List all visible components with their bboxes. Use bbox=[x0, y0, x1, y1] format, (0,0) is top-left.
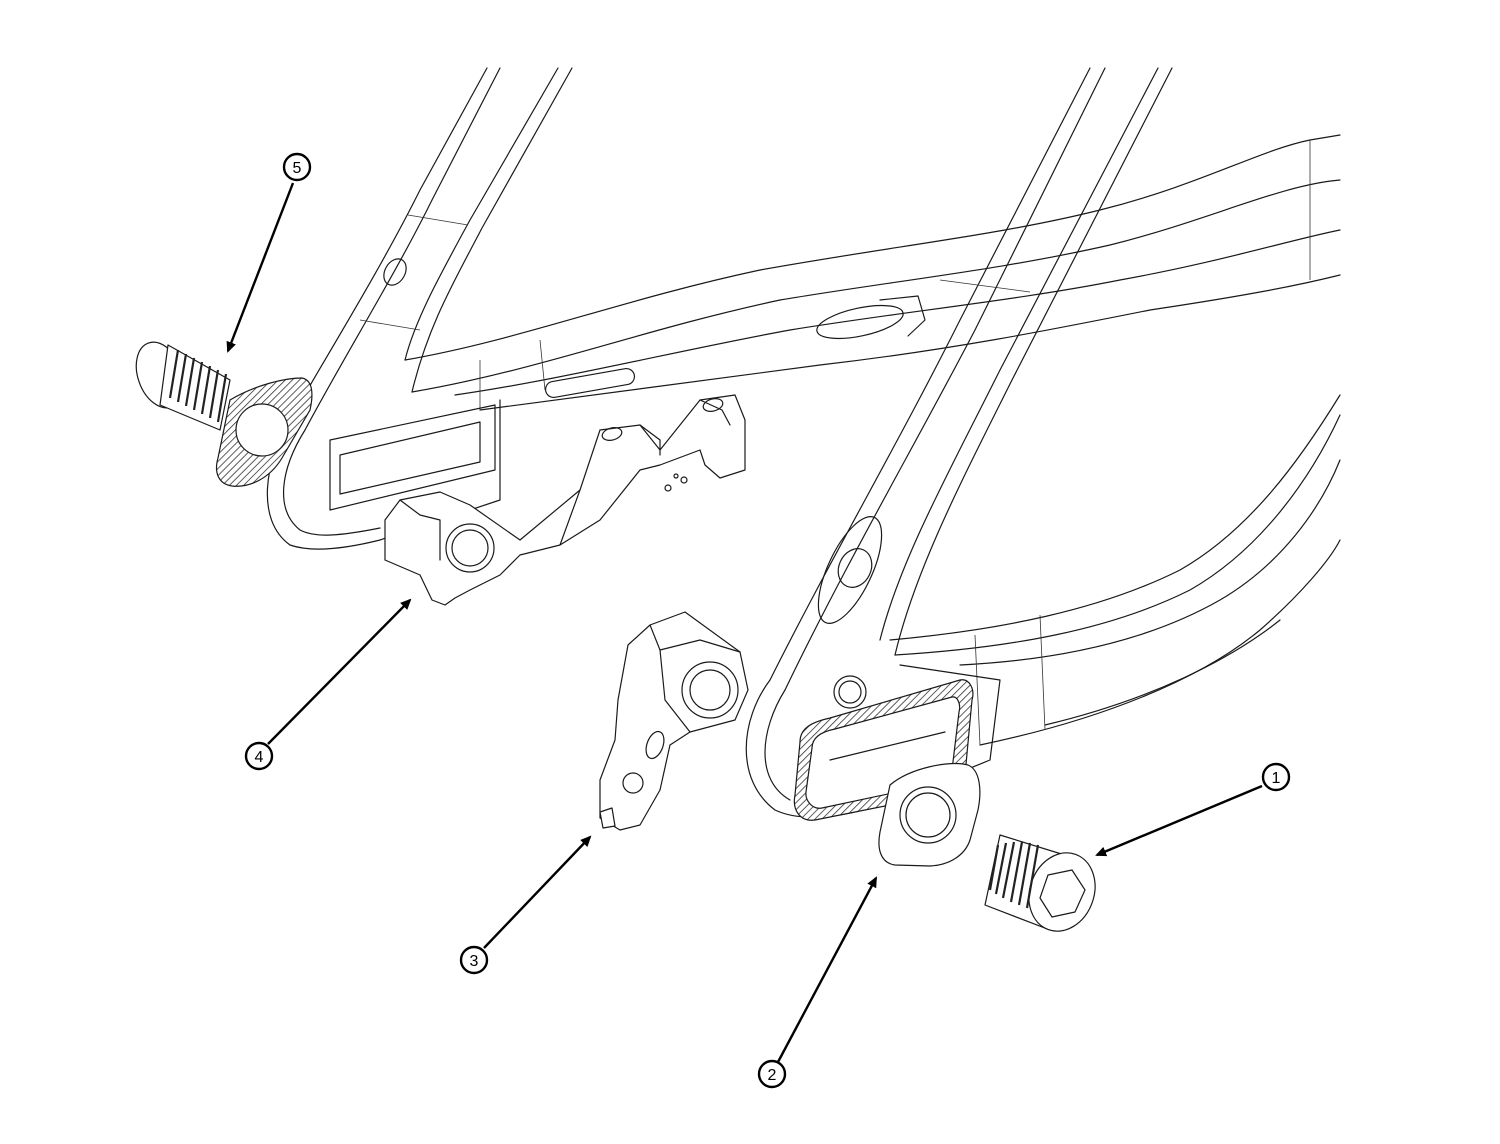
callout-label-5: 5 bbox=[293, 160, 302, 177]
callout-3: 3 bbox=[459, 945, 489, 975]
bolt-threads-1 bbox=[988, 841, 1040, 909]
leader-4 bbox=[267, 598, 412, 745]
leader-lines bbox=[226, 182, 1263, 1063]
right-chainstay bbox=[889, 394, 1341, 746]
left-chainstay bbox=[404, 134, 1341, 411]
leader-1 bbox=[1095, 784, 1263, 857]
callout-2: 2 bbox=[757, 1059, 787, 1089]
callout-label-4: 4 bbox=[255, 749, 264, 766]
callout-label-2: 2 bbox=[768, 1067, 777, 1084]
leader-5 bbox=[226, 182, 295, 353]
callout-label-1: 1 bbox=[1272, 770, 1281, 787]
part-5-thru-axle-bolt bbox=[135, 341, 313, 487]
leader-2 bbox=[776, 876, 878, 1063]
part-2-washer bbox=[878, 762, 981, 867]
leader-3 bbox=[483, 835, 592, 949]
callout-4: 4 bbox=[244, 741, 274, 771]
part-4-dropout-insert bbox=[384, 394, 746, 606]
bolt-threads-5 bbox=[168, 349, 228, 423]
left-seatstay bbox=[289, 67, 573, 431]
part-1-threaded-plug bbox=[984, 834, 1096, 932]
right-seatstay bbox=[769, 67, 1173, 691]
callout-label-3: 3 bbox=[470, 953, 479, 970]
callout-1: 1 bbox=[1261, 762, 1291, 792]
callout-5: 5 bbox=[282, 152, 312, 182]
part-3-derailleur-hanger bbox=[599, 611, 749, 831]
